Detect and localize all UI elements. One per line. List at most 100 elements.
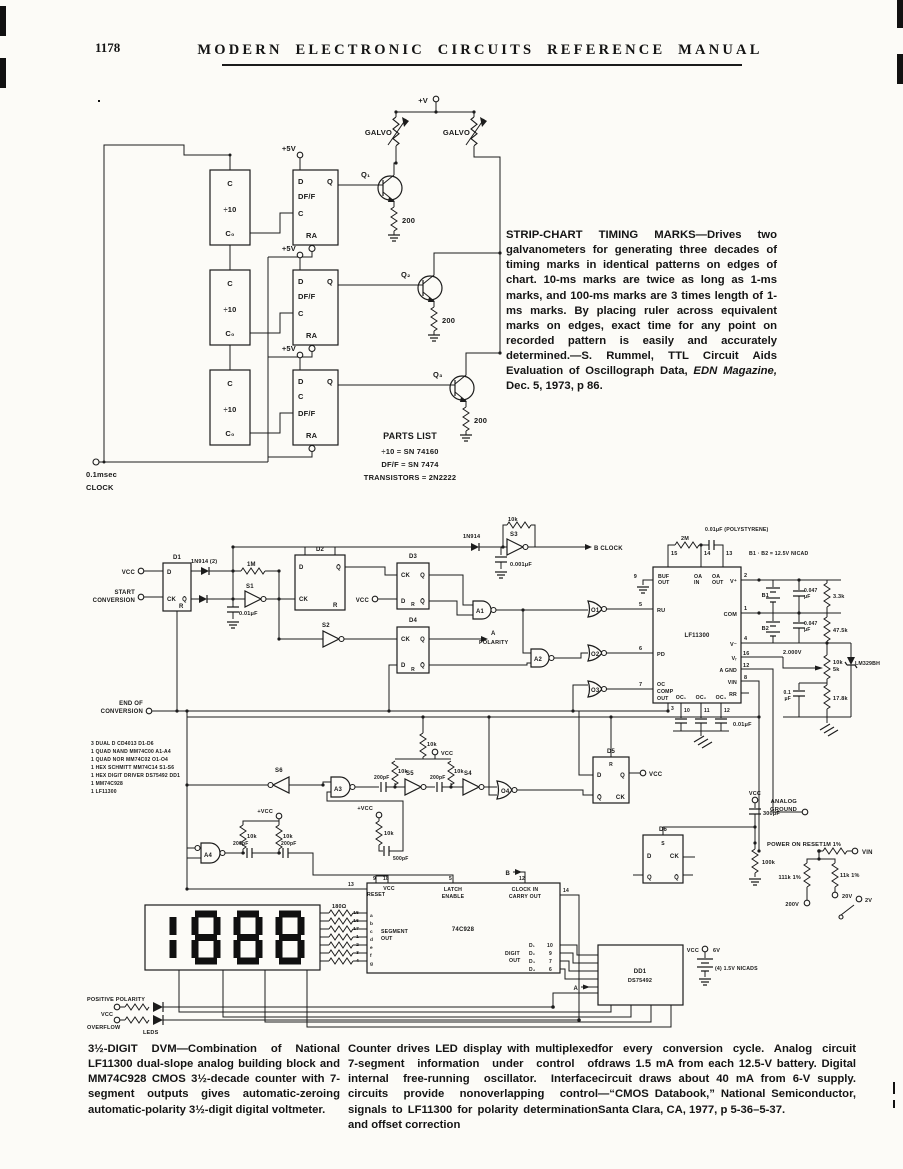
svg-text:OUT: OUT: [712, 580, 724, 586]
svg-text:POLARITY: POLARITY: [479, 640, 509, 646]
book-title: MODERN ELECTRONIC CIRCUITS REFERENCE MAN…: [197, 42, 763, 58]
svg-text:VCC: VCC: [749, 791, 761, 797]
svg-text:RA: RA: [306, 431, 318, 440]
svg-text:+5V: +5V: [282, 244, 296, 253]
svg-text:100k: 100k: [762, 860, 776, 866]
svg-text:14: 14: [704, 551, 711, 557]
svg-text:+5V: +5V: [282, 344, 296, 353]
svg-text:200V: 200V: [785, 902, 799, 908]
svg-text:C: C: [298, 392, 304, 401]
svg-text:C₀: C₀: [225, 229, 234, 238]
svg-text:4: 4: [356, 958, 359, 964]
svg-text:+VCC: +VCC: [357, 806, 373, 812]
dvm-caption-col2: Counter drives LED display with multiple…: [348, 1043, 598, 1131]
svg-text:μF: μF: [804, 594, 811, 600]
svg-text:1 LF11300: 1 LF11300: [91, 789, 117, 795]
svg-text:RU: RU: [657, 608, 665, 614]
svg-text:DF/F: DF/F: [298, 409, 316, 418]
svg-text:17: 17: [353, 926, 359, 932]
svg-text:11k 1%: 11k 1%: [840, 873, 860, 879]
svg-text:e: e: [370, 946, 373, 951]
svg-text:OC₃: OC₃: [716, 695, 727, 701]
svg-text:O3: O3: [591, 688, 600, 694]
svg-text:B CLOCK: B CLOCK: [594, 546, 623, 552]
svg-text:A: A: [573, 986, 578, 992]
svg-text:9: 9: [549, 951, 552, 957]
svg-text:1 HEX DIGIT DRIVER DS75492 DD1: 1 HEX DIGIT DRIVER DS75492 DD1: [91, 773, 180, 779]
strip-chart-caption: STRIP-CHART TIMING MARKS—Drives two galv…: [506, 228, 777, 394]
svg-text:OUT: OUT: [509, 958, 521, 964]
svg-text:+5V: +5V: [282, 144, 296, 153]
svg-text:Q: Q: [620, 773, 625, 779]
svg-text:CK: CK: [167, 597, 177, 603]
svg-text:Q: Q: [327, 177, 333, 186]
svg-text:2.000V: 2.000V: [783, 650, 802, 656]
svg-text:DF/F: DF/F: [298, 192, 316, 201]
svg-text:g: g: [370, 962, 373, 967]
svg-text:1 MM74C928: 1 MM74C928: [91, 781, 123, 787]
svg-text:A GND: A GND: [719, 668, 737, 674]
svg-text:VIN: VIN: [862, 850, 873, 856]
svg-text:300μF: 300μF: [763, 811, 780, 817]
svg-text:c: c: [370, 930, 373, 935]
svg-text:1 HEX SCHMITT MM74C14 S1-S6: 1 HEX SCHMITT MM74C14 S1-S6: [91, 765, 174, 771]
svg-text:3: 3: [671, 706, 674, 712]
scan-mark: [0, 6, 6, 36]
svg-text:DF/F: DF/F: [298, 292, 316, 301]
svg-text:D: D: [647, 854, 652, 860]
svg-text:Q̄: Q̄: [420, 598, 425, 605]
svg-text:CK: CK: [616, 795, 626, 801]
svg-text:VCC: VCC: [122, 570, 136, 576]
svg-text:RESET: RESET: [367, 892, 386, 898]
svg-text:1M 1%: 1M 1%: [823, 842, 841, 848]
svg-text:RA: RA: [306, 231, 318, 240]
svg-text:a: a: [370, 914, 373, 919]
svg-text:PARTS LIST: PARTS LIST: [383, 431, 437, 441]
svg-text:OUT: OUT: [381, 936, 393, 942]
svg-text:10k: 10k: [384, 831, 395, 837]
svg-text:180Ω: 180Ω: [332, 904, 347, 910]
svg-text:R: R: [609, 762, 613, 768]
svg-text:R: R: [411, 602, 415, 608]
led-display: [169, 910, 305, 965]
svg-text:÷10: ÷10: [223, 405, 236, 414]
svg-text:C₀: C₀: [225, 329, 234, 338]
svg-text:13: 13: [726, 551, 733, 557]
svg-text:COMP: COMP: [657, 689, 674, 695]
caption-body: —Drives two galvanometers for generating…: [506, 229, 777, 378]
svg-text:D: D: [298, 377, 304, 386]
svg-text:Q: Q: [647, 875, 652, 881]
svg-text:11: 11: [704, 708, 710, 714]
svg-text:3 DUAL D CD4013 D1-D6: 3 DUAL D CD4013 D1-D6: [91, 741, 154, 747]
svg-text:+V: +V: [418, 96, 428, 105]
svg-text:O2: O2: [591, 652, 600, 658]
svg-text:200: 200: [402, 216, 415, 225]
svg-text:D: D: [597, 773, 602, 779]
svg-text:200: 200: [442, 316, 455, 325]
svg-text:1N914 (2): 1N914 (2): [191, 559, 217, 565]
svg-text:12: 12: [743, 663, 750, 669]
svg-text:GALVO: GALVO: [443, 128, 470, 137]
svg-text:POSITIVE POLARITY: POSITIVE POLARITY: [87, 997, 145, 1003]
svg-text:13: 13: [348, 882, 354, 888]
svg-text:0.047: 0.047: [804, 588, 818, 594]
svg-text:0.01μF: 0.01μF: [239, 611, 258, 617]
svg-text:10k: 10k: [247, 834, 258, 840]
svg-text:10k: 10k: [508, 517, 519, 523]
svg-text:111k 1%: 111k 1%: [778, 875, 801, 881]
svg-text:VCC: VCC: [649, 772, 663, 778]
svg-text:μF: μF: [804, 627, 811, 633]
svg-text:ENABLE: ENABLE: [442, 894, 465, 900]
svg-text:COM: COM: [724, 612, 738, 618]
svg-text:S5: S5: [406, 771, 414, 777]
svg-text:12: 12: [724, 708, 730, 714]
svg-text:A1: A1: [476, 609, 485, 615]
svg-text:C: C: [227, 179, 233, 188]
svg-text:A2: A2: [534, 657, 543, 663]
svg-text:D5: D5: [607, 749, 616, 755]
svg-text:ANALOG: ANALOG: [771, 799, 798, 805]
svg-text:9: 9: [634, 574, 637, 580]
svg-text:CK: CK: [299, 597, 309, 603]
